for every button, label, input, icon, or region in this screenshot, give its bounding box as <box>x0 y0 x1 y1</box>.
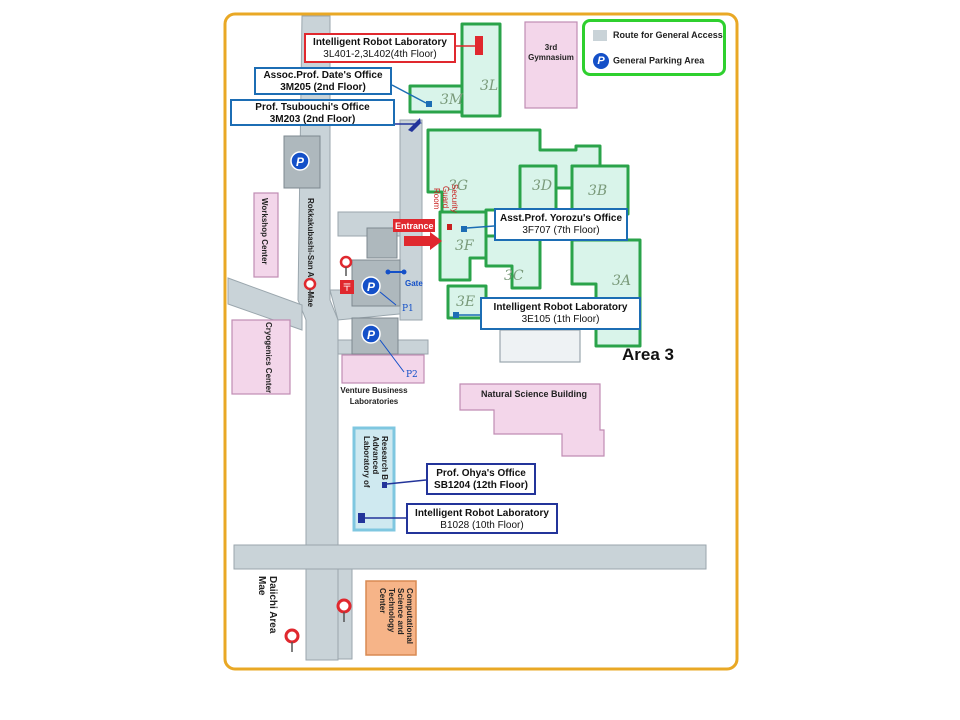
legend-parking-label: General Parking Area <box>613 55 705 66</box>
daiichi-label-2: Mae <box>256 576 267 596</box>
label-3F: 3F <box>455 238 475 254</box>
callout-3M203: Prof. Tsubouchi's Office 3M203 (2nd Floo… <box>230 99 395 126</box>
daiichi-label-1: Daiichi Area <box>267 576 278 634</box>
legend-route-label: Route for General Access <box>613 30 723 40</box>
marker-3L-lab <box>475 36 483 55</box>
computational-label-4: Center <box>378 588 387 613</box>
computational-label-1: Computational <box>405 588 414 644</box>
label-3G: 3G <box>448 178 468 194</box>
natural-science-label: Natural Science Building <box>481 389 587 399</box>
callout-3L-lab: Intelligent Robot Laboratory 3L401-2,3L4… <box>304 33 456 63</box>
leader-SB1204 <box>386 479 427 485</box>
lab-advanced-label-2: Advanced <box>371 436 380 474</box>
road-daiichi <box>337 568 353 660</box>
map-pins: 〒 <box>284 255 354 652</box>
road-diagonal-left <box>227 277 303 331</box>
area-mae-top-label: Rokkakubashi-San Area Mae <box>306 198 315 308</box>
callout-3F707: Asst.Prof. Yorozu's Office 3F707 (7th Fl… <box>494 208 628 241</box>
p1-leader <box>379 291 397 306</box>
callout-SB1204: Prof. Ohya's Office SB1204 (12th Floor) <box>426 463 536 495</box>
gate-label: Gate <box>405 279 423 288</box>
road-horizontal-bottom <box>233 544 707 570</box>
venture-building <box>341 354 425 384</box>
gymnasium-building <box>524 21 578 109</box>
venture-label-2: Laboratories <box>350 397 399 406</box>
label-3B: 3B <box>588 183 607 199</box>
parking-symbol-p1: P <box>367 280 376 294</box>
cryogenics-building <box>231 319 291 395</box>
label-3L: 3L <box>480 78 498 94</box>
label-3C: 3C <box>504 268 524 284</box>
leader-3M205 <box>391 84 427 104</box>
parking-symbol-p2: P <box>367 328 376 342</box>
pin-icon-1 <box>339 255 353 276</box>
legend-route-row: Route for General Access <box>593 30 723 42</box>
area-title: Area 3 <box>622 345 674 364</box>
workshop-center-building <box>253 192 279 278</box>
svg-text:〒: 〒 <box>342 283 352 294</box>
lab-advanced-label-3: Research B <box>380 436 389 480</box>
marker-3E105 <box>453 312 459 318</box>
parking-lot-north <box>283 135 321 189</box>
building-3M <box>408 84 464 114</box>
gate-post-right <box>401 269 407 275</box>
callout-B1028: Intelligent Robot Laboratory B1028 (10th… <box>406 503 558 534</box>
gate-post-left <box>385 269 391 275</box>
legend-parking-row: P General Parking Area <box>593 53 704 69</box>
annex-building <box>499 329 581 363</box>
security-label-1: Security <box>450 184 459 213</box>
label-3M: 3M <box>440 92 464 108</box>
location-markers <box>358 36 495 523</box>
marker-SB1204 <box>382 482 387 488</box>
security-room-marker <box>447 224 452 230</box>
route-swatch-icon <box>593 30 607 42</box>
cryogenics-center-label: Cryogenics Center <box>264 322 273 393</box>
marker-3F707 <box>461 226 467 232</box>
map-legend: Route for General Access P General Parkin… <box>582 19 726 76</box>
pin-icon-2 <box>303 277 317 298</box>
gymnasium-label-2: Gymnasium <box>528 53 574 62</box>
entrance-sign <box>393 219 435 232</box>
security-label-3: Room <box>432 188 441 210</box>
parking-symbol-north: P <box>296 155 305 169</box>
natural-science-building <box>459 383 605 457</box>
parking-icon-p1 <box>361 276 381 296</box>
parking-icon-north <box>290 151 310 171</box>
computational-label-2: Science and <box>396 588 405 635</box>
pin-icon-3 <box>336 598 352 622</box>
workshop-center-label: Workshop Center <box>260 198 269 265</box>
label-3D: 3D <box>532 178 552 194</box>
entrance-arrow-icon <box>404 232 442 250</box>
post-office-icon: 〒 <box>340 280 354 294</box>
pin-icon-4 <box>284 628 300 652</box>
marker-3M203-arrow-icon <box>408 118 422 132</box>
security-label-2: Guard <box>441 186 450 208</box>
parking-markers: P P P <box>290 151 381 344</box>
venture-label-1: Venture Business <box>340 386 408 395</box>
leader-3F707 <box>466 225 495 229</box>
entrance-label: Entrance <box>395 221 434 231</box>
callout-3M205: Assoc.Prof. Date's Office 3M205 (2nd Flo… <box>254 67 392 95</box>
p2-leader <box>379 339 405 373</box>
label-3A: 3A <box>612 273 631 289</box>
parking-icon-p2 <box>361 324 381 344</box>
roads <box>227 15 707 661</box>
p1-label: P1 <box>402 304 414 314</box>
p2-label: P2 <box>406 370 418 380</box>
callout-3E105: Intelligent Robot Laboratory 3E105 (1th … <box>480 297 641 330</box>
lab-advanced-label-1: Laboratory of <box>362 436 371 488</box>
marker-3M205 <box>426 101 432 107</box>
parking-lot-gate <box>366 227 398 259</box>
computational-center-building <box>365 580 417 656</box>
parking-legend-icon: P <box>593 53 609 69</box>
gymnasium-label-1: 3rd <box>545 43 558 52</box>
computational-label-3: Technology <box>387 588 396 633</box>
label-3E: 3E <box>456 294 475 310</box>
marker-B1028 <box>358 513 365 523</box>
